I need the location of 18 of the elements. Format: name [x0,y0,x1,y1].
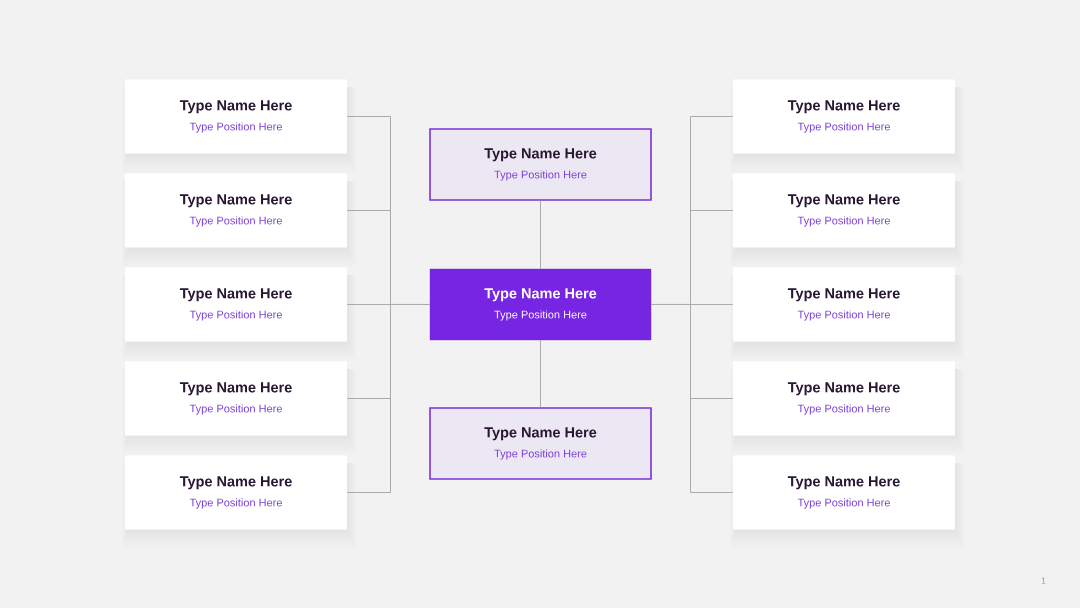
connector-line [346,304,431,493]
org-chart-box: Type Name Here Type Position Here [125,455,347,530]
org-chart-box: Type Name Here Type Position Here [733,361,955,436]
connector-line [540,339,541,408]
org-chart-box: Type Name Here Type Position Here [125,173,347,248]
org-chart-box: Type Name Here Type Position Here [733,267,955,342]
org-chart-box: Type Name Here Type Position Here [125,267,347,342]
org-chart-box: Type Name Here Type Position Here [733,79,955,154]
connector-line [650,304,734,493]
connector-line [540,200,541,270]
page-number: 1 [1041,577,1046,584]
org-chart-box: Type Name Here Type Position Here [429,407,652,480]
org-chart-box: Type Name Here Type Position Here [125,361,347,436]
org-chart-box: Type Name Here Type Position Here [733,173,955,248]
org-chart-box: Type Name Here Type Position Here [429,128,652,201]
org-chart-box: Type Name Here Type Position Here [125,79,347,154]
org-chart-box: Type Name Here Type Position Here [733,455,955,530]
org-chart-box: Type Name Here Type Position Here [429,268,652,341]
